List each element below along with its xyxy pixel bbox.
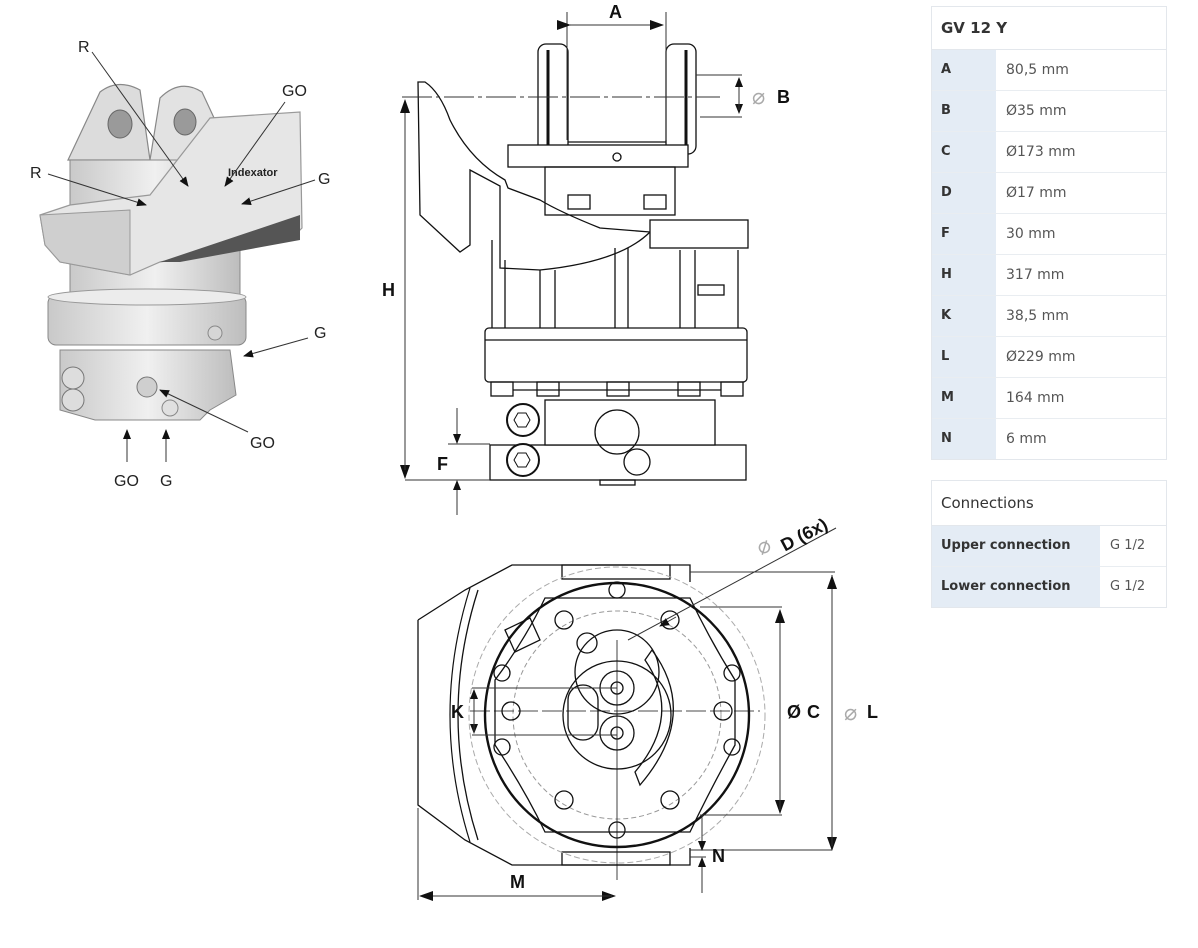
spec-value: Ø229 mm [1006,349,1076,365]
callout-r-top: R [78,39,90,56]
spec-row: B Ø35 mm [932,91,1166,132]
spec-key: M [932,378,996,418]
isometric-rotator-view: Indexator R GO R G G GO GO G [30,39,330,490]
spec-key: H [932,255,996,295]
spec-row: N 6 mm [932,419,1166,459]
callout-g-bottom: G [160,473,172,490]
spec-key: L [932,337,996,377]
dim-phi-c: Ø [787,702,801,722]
spec-row: H 317 mm [932,255,1166,296]
spec-key: C [932,132,996,172]
dim-phi-d: ⌀ [752,532,775,560]
spec-value: 164 mm [1006,390,1065,406]
spec-key: F [932,214,996,254]
spec-value: 38,5 mm [1006,308,1069,324]
top-plan-view [417,564,766,880]
callout-go-top: GO [282,83,307,100]
connection-value: G 1/2 [1110,579,1146,594]
dim-label-h: H [382,280,395,300]
connection-key: Lower connection [932,567,1100,607]
dim-label-m: M [510,872,525,892]
spec-key: N [932,419,996,459]
spec-key: K [932,296,996,336]
dim-label-l: L [867,702,878,722]
side-elevation-view [417,43,749,486]
spec-table-title: GV 12 Y [932,7,1166,50]
spec-key: A [932,50,996,90]
dim-label-c: C [807,702,820,722]
spec-row: L Ø229 mm [932,337,1166,378]
dim-label-a: A [609,2,622,22]
spec-value: 6 mm [1006,431,1047,447]
dim-label-n: N [712,846,725,866]
spec-row: F 30 mm [932,214,1166,255]
spec-row: C Ø173 mm [932,132,1166,173]
connection-row: Lower connection G 1/2 [932,567,1166,607]
callout-r-left: R [30,165,42,182]
spec-key: D [932,173,996,213]
spec-value: 30 mm [1006,226,1056,242]
callout-g-right: G [318,171,330,188]
dim-label-f: F [437,454,448,474]
top-view-dimensions [417,527,837,901]
dim-label-k: K [451,702,464,722]
callout-go-lower: GO [250,435,275,452]
callout-g-side: G [314,325,326,342]
connection-key: Upper connection [932,526,1100,566]
spec-row: K 38,5 mm [932,296,1166,337]
spec-value: Ø35 mm [1006,103,1067,119]
dim-phi-l: ⌀ [844,700,857,725]
side-view-dimensions [400,12,743,515]
connection-value: G 1/2 [1110,538,1146,553]
connections-table-title: Connections [932,481,1166,526]
spec-value: 317 mm [1006,267,1065,283]
connections-table: Connections Upper connection G 1/2 Lower … [931,480,1167,608]
connection-row: Upper connection G 1/2 [932,526,1166,567]
spec-value: 80,5 mm [1006,62,1069,78]
spec-value: Ø173 mm [1006,144,1076,160]
spec-row: D Ø17 mm [932,173,1166,214]
callout-go-bottom: GO [114,473,139,490]
spec-table: GV 12 Y A 80,5 mm B Ø35 mm C Ø173 mm D Ø17 m… [931,6,1167,460]
spec-row: M 164 mm [932,378,1166,419]
dim-phi-b: ⌀ [752,84,765,109]
dim-label-d: D (6x) [777,514,831,555]
spec-key: B [932,91,996,131]
brand-mark: Indexator [228,167,278,179]
spec-row: A 80,5 mm [932,50,1166,91]
spec-value: Ø17 mm [1006,185,1067,201]
dim-label-b: B [777,87,790,107]
